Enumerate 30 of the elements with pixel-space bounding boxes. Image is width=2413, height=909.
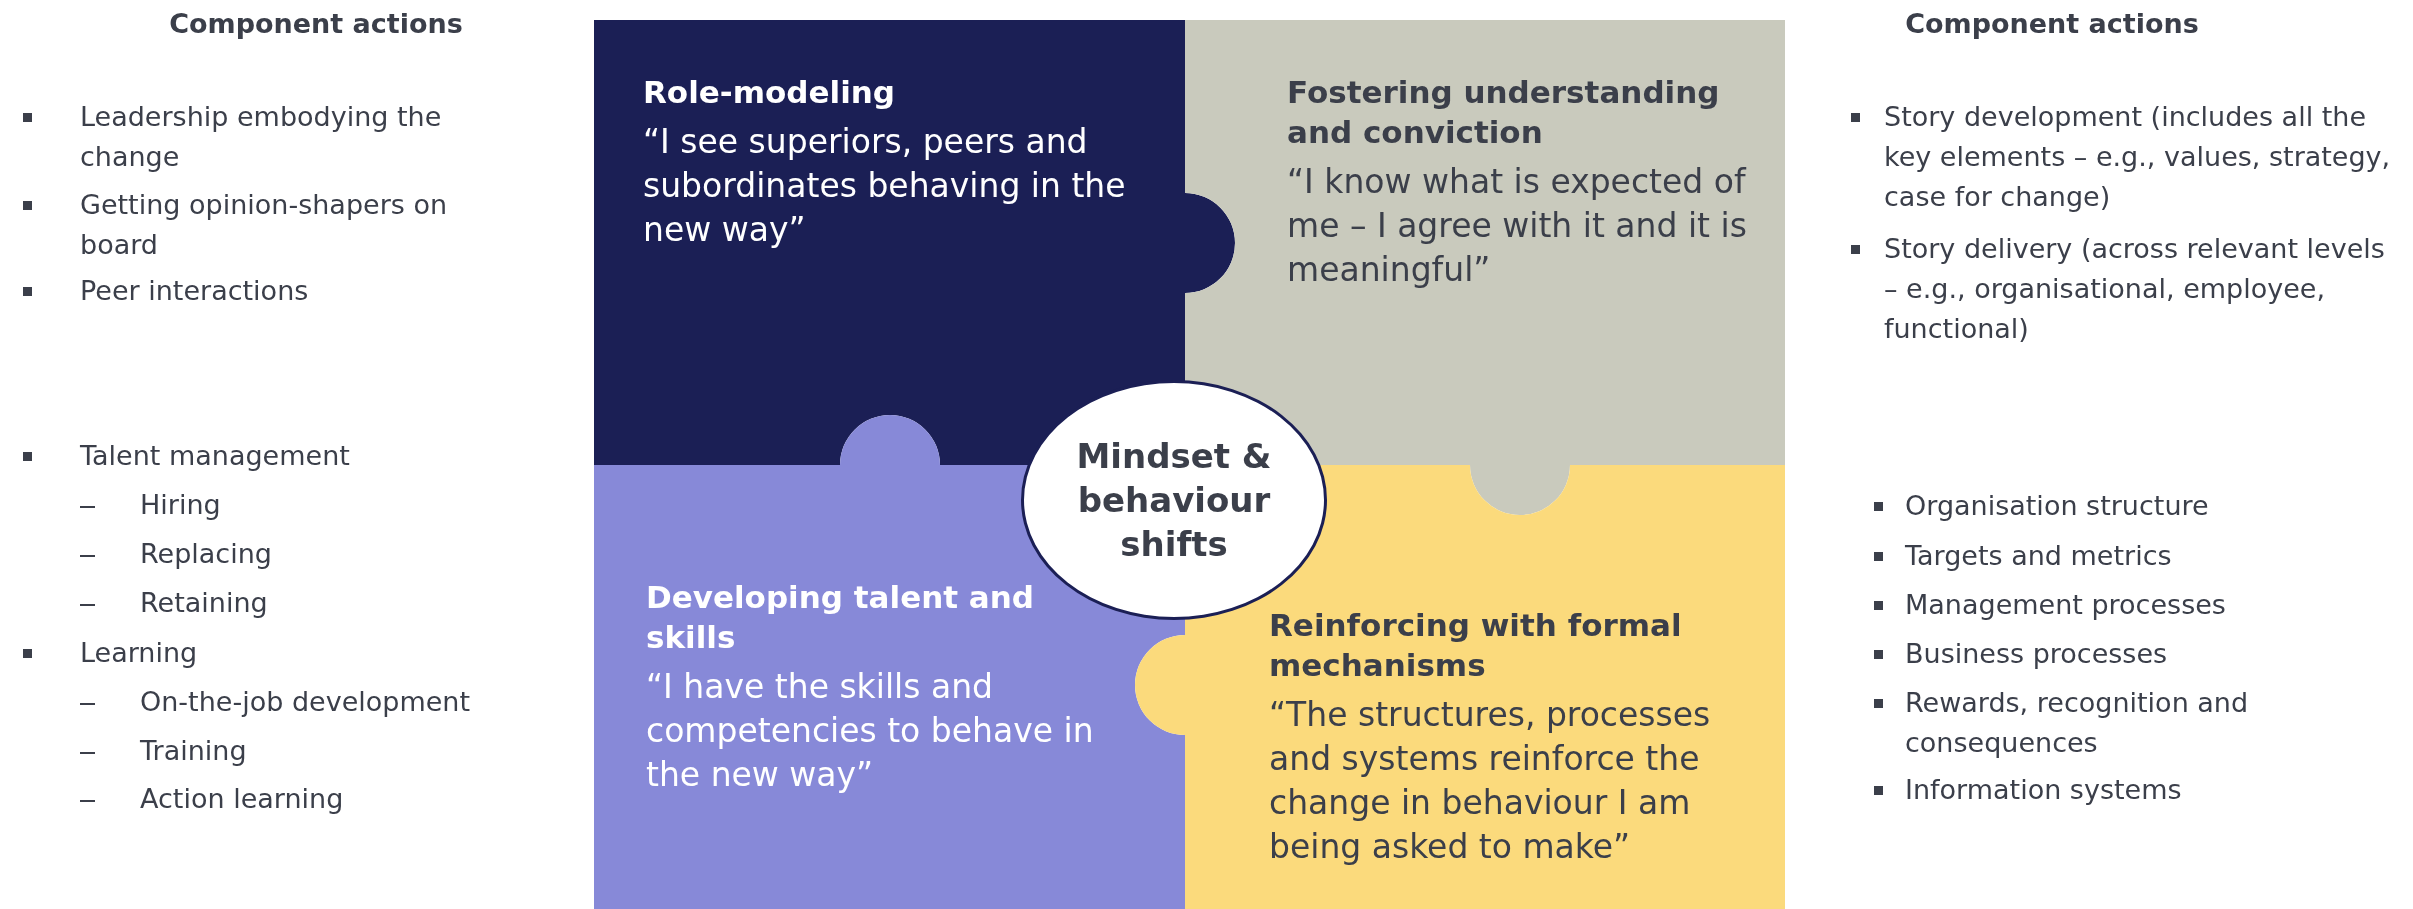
- center-label: Mindset & behaviour shifts: [1075, 435, 1273, 566]
- quote-text: “The structures, processes and systems reinforce the change in behaviour I am being asked to make”: [1269, 694, 1712, 868]
- column-heading: Component actions: [168, 7, 464, 41]
- piece-heading: Reinforcing with formal mechanisms: [1269, 606, 1683, 685]
- list-item: Peer interactions: [80, 274, 310, 308]
- list-item: Training: [140, 734, 248, 768]
- list-item: Getting opinion-shapers on board: [80, 188, 449, 262]
- list-item: Rewards, recognition and consequences: [1905, 686, 2250, 760]
- quote-text: “I see superiors, peers and subordinates behaving in the new way”: [643, 121, 1127, 251]
- list-item: On-the-job development: [140, 685, 471, 719]
- list-item: Business processes: [1905, 637, 2169, 671]
- piece-heading: Role-modeling: [643, 73, 896, 112]
- list-item: Action learning: [140, 782, 345, 816]
- quote-text: “I know what is expected of me – I agree with it and it is meaningful”: [1287, 161, 1748, 291]
- list-item: Story delivery (across relevant levels – e.g., organisational, employee, functional): [1884, 232, 2386, 346]
- piece-heading: Developing talent and skills: [646, 578, 1036, 657]
- column-heading: Component actions: [1904, 7, 2200, 41]
- list-item: Hiring: [140, 488, 222, 522]
- list-item: Retaining: [140, 586, 269, 620]
- quote-text: “I have the skills and competencies to behave in the new way”: [646, 666, 1095, 796]
- list-item: Organisation structure: [1905, 489, 2210, 523]
- list-item: Learning: [80, 636, 199, 670]
- list-item: Talent management: [80, 439, 351, 473]
- list-item: Story development (includes all the key elements – e.g., values, strategy, case for change): [1884, 100, 2392, 214]
- list-item: Targets and metrics: [1905, 539, 2173, 573]
- list-item: Information systems: [1905, 773, 2183, 807]
- list-item: Replacing: [140, 537, 273, 571]
- list-item: Leadership embodying the change: [80, 100, 443, 174]
- list-item: Management processes: [1905, 588, 2227, 622]
- piece-heading: Fostering understanding and conviction: [1287, 73, 1721, 152]
